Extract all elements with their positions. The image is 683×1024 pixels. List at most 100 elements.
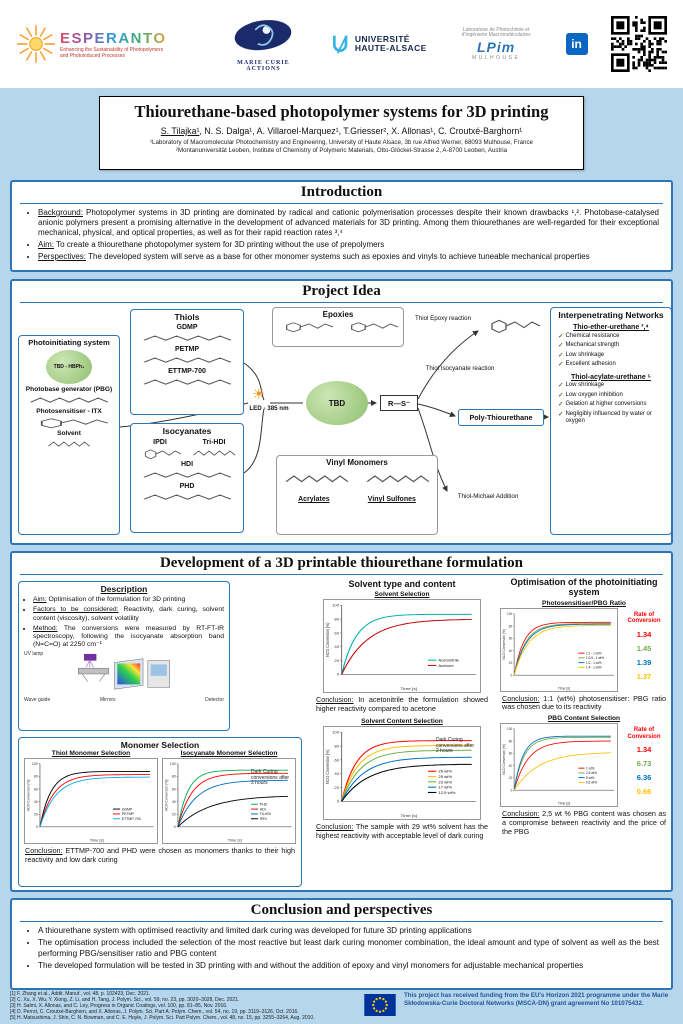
lpim-logo: Laboratoire de Photochimie et d'Ingénier… (450, 27, 542, 61)
bullet-text: Optimisation of the formulation for 3D p… (48, 596, 186, 603)
bullet-text: The developed system will serve as a bas… (88, 251, 590, 261)
isocyanate-name: IPDI (153, 439, 167, 446)
affiliation-2: ²Montanuniversität Leoben, Institute of … (175, 146, 508, 154)
benefit-text: Mechanical strength (565, 342, 620, 349)
chemical-structure (342, 320, 400, 333)
marie-curie-label: MARIE CURIE ACTIONS (237, 59, 290, 72)
linkedin-icon: in (565, 33, 588, 55)
references: [1] F. Zhang et al., Addit. Manuf., vol.… (10, 991, 356, 1021)
svg-text:0: 0 (174, 825, 176, 829)
solvent-label: Solvent (57, 430, 81, 437)
svg-text:20: 20 (172, 813, 176, 817)
benefit-text: Low shrinkage (565, 351, 605, 358)
chemical-structure (47, 438, 91, 450)
isocyanates-box: Isocyanates IPDI Tri-HDI HDI PHD (130, 423, 244, 533)
thiols-title: Thiols (174, 312, 200, 322)
bullet-label: Aim: (33, 596, 47, 603)
photoinit-conclusion-1: Conclusion: 1:1 (wt%) photosensitiser: P… (498, 694, 670, 713)
svg-text:Time [s]: Time [s] (401, 813, 417, 818)
svg-text:100: 100 (332, 604, 339, 608)
svg-text:60: 60 (509, 752, 513, 756)
svg-text:1 wt%: 1 wt% (586, 767, 595, 771)
bullet-label: Aim: (38, 240, 54, 250)
tbd-blob: TBD (306, 381, 368, 425)
intro-bullet-aim: Aim: To create a thiourethane photopolym… (38, 240, 659, 250)
svg-text:12,5 wt%: 12,5 wt% (438, 791, 456, 795)
monomer-conclusion: Conclusion: ETTMP-700 and PHD were chose… (21, 846, 299, 865)
section-project-idea: Project Idea (10, 279, 673, 545)
chemical-structure (482, 318, 542, 334)
check-icon: ✓ (558, 342, 564, 350)
svg-text:Time [s]: Time [s] (401, 687, 417, 692)
chemical-structure (141, 332, 234, 344)
authors-line: S. Tilajka¹, N. S. Dalga¹, A. Villaroel-… (108, 126, 575, 136)
rate-of-conversion-table: Rate of Conversion 1.34 1.45 1.39 1.37 (620, 608, 668, 681)
isocyanates-title: Isocyanates (162, 426, 212, 436)
other-authors: , N. S. Dalga¹, A. Villaroel-Marquez¹, T… (199, 126, 523, 136)
esperanto-tagline-1: Enhancing the Sustainability of Photopol… (60, 46, 164, 53)
conclusion-text: The sample with 29 wt% solvent has the h… (316, 821, 488, 840)
svg-text:100: 100 (170, 762, 176, 766)
conclusion-label: Conclusion: (316, 821, 354, 831)
svg-text:20: 20 (334, 786, 339, 790)
svg-text:PHD: PHD (260, 803, 268, 807)
check-icon: ✓ (558, 382, 564, 389)
dark-curing-annotation: Dark Curing conversions after 2 hours (436, 736, 475, 755)
thiol-michael-addition-label: Thiol-Michael Addition (457, 493, 519, 500)
conclusion-bullet: The optimisation process included the se… (38, 938, 659, 959)
benefit-text: Gelation at higher conversions (565, 401, 647, 408)
svg-text:40: 40 (509, 649, 513, 653)
conclusion-bullet: The developed formulation will be tested… (38, 961, 659, 972)
bullet-label: Background: (38, 208, 83, 217)
chart-title: Solvent Content Selection (361, 717, 443, 725)
chemical-structure (141, 491, 234, 503)
svg-text:100: 100 (507, 612, 512, 616)
conclusion-label: Conclusion: (25, 846, 63, 855)
marie-curie-emblem-icon (235, 19, 292, 50)
photoinitiating-title: Photoinitiating system (28, 338, 110, 347)
svg-text:100: 100 (32, 762, 38, 766)
benefit-text: Chemical resistance (565, 332, 620, 339)
photoinit-heading: Optimisation of the photoinitiating syst… (510, 577, 658, 598)
svg-text:5 wt%: 5 wt% (586, 776, 595, 780)
svg-text:60: 60 (334, 758, 339, 762)
lpim-wordmark: LPim (477, 38, 516, 55)
uha-mark-icon (332, 35, 348, 54)
svg-text:1:1 - 1 wt%: 1:1 - 1 wt% (586, 651, 602, 655)
svg-text:40: 40 (509, 764, 513, 768)
rate-value: 1.39 (636, 657, 652, 667)
uha-line-2: HAUTE-ALSACE (354, 43, 427, 53)
benefit-item: ✓Excellent adhesion (558, 361, 667, 369)
conclusion-text: ETTMP-700 and PHD were chosen as monomer… (25, 846, 296, 864)
rate-value: 6.73 (636, 759, 652, 769)
svg-text:60: 60 (334, 632, 339, 636)
svg-text:60: 60 (172, 787, 176, 791)
description-title: Description (100, 584, 148, 594)
chemical-structure (141, 354, 234, 366)
bullet-text: The conversions were measured by RT-FT-I… (33, 624, 225, 649)
uha-text: UNIVERSITÉ HAUTE-ALSACE (354, 34, 427, 54)
bullet-label: Factors to be considered: (33, 606, 119, 614)
svg-text:Time [s]: Time [s] (558, 802, 570, 806)
conclusion-text: In acetonitrile the formulation showed h… (316, 695, 489, 714)
solvent-heading: Solvent type and content (348, 579, 456, 589)
description-method: Method: The conversions were measured by… (33, 625, 224, 650)
rate-table-heading: Rate of Conversion (627, 727, 661, 740)
esperanto-sun-icon (17, 25, 55, 63)
reference-item: [1] F. Zhang et al., Addit. Manuf., vol.… (10, 991, 151, 997)
chart-title: PBG Content Selection (547, 715, 621, 723)
solvent-conclusion-2: Conclusion: The sample with 29 wt% solve… (312, 821, 492, 841)
solvent-column: Solvent type and content Solvent Selecti… (312, 579, 492, 840)
introduction-heading: Introduction (20, 183, 663, 204)
check-icon: ✓ (558, 410, 564, 418)
reference-item: [2] C. Xu, X. Wu, Y. Xiong, Z. Li, and H… (10, 996, 240, 1003)
rt-ftir-setup-illustration: UV lamp Wave guide Mirrors Detector (24, 651, 224, 703)
benefit-text: Negligibly influenced by water or oxygen (565, 410, 652, 425)
esperanto-text: ESPERANTO Enhancing the Sustainability o… (60, 30, 167, 59)
tbd-label: TBD (328, 398, 346, 408)
description-aim: Aim: Optimisation of the formulation for… (33, 596, 224, 604)
